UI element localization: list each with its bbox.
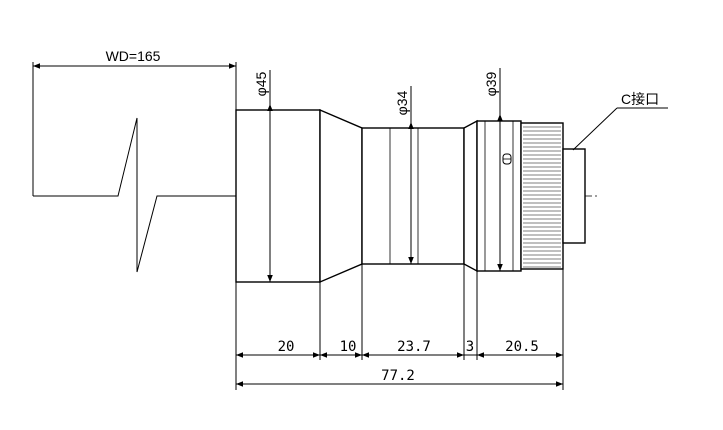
diameter-45-label: φ45 xyxy=(253,71,269,96)
wd-label: WD=165 xyxy=(106,48,161,64)
diameter-39-label: φ39 xyxy=(483,71,499,96)
segment-label-4: 3 xyxy=(466,339,474,355)
rear-barrel xyxy=(476,120,522,272)
segment-label-3: 23.7 xyxy=(397,339,431,355)
step-section xyxy=(463,119,478,273)
diameter-34-label: φ34 xyxy=(394,90,410,115)
segment-label-2: 10 xyxy=(340,339,357,355)
c-mount-thread xyxy=(562,148,586,244)
segment-label-5: 20.5 xyxy=(505,339,539,355)
length-extension-lines xyxy=(235,264,564,390)
taper-section xyxy=(319,108,363,284)
working-distance-dimension: WD=165 xyxy=(32,48,237,273)
diameter-39-dimension: φ39 xyxy=(483,68,503,271)
segment-dimensions: 20 10 23.7 3 20.5 xyxy=(236,339,563,358)
middle-barrel xyxy=(361,127,465,265)
diameter-45-dimension: φ45 xyxy=(253,70,273,282)
segment-label-1: 20 xyxy=(278,339,295,355)
diameter-34-dimension: φ34 xyxy=(394,86,414,264)
knurl-pattern xyxy=(523,126,561,268)
total-length-dimension: 77.2 xyxy=(236,368,563,387)
total-length-label: 77.2 xyxy=(381,368,415,384)
wd-break-symbol xyxy=(33,117,236,273)
mount-label: C接口 xyxy=(621,91,659,107)
front-barrel xyxy=(235,109,321,283)
mount-callout: C接口 xyxy=(572,91,668,151)
knurled-ring xyxy=(520,122,564,270)
